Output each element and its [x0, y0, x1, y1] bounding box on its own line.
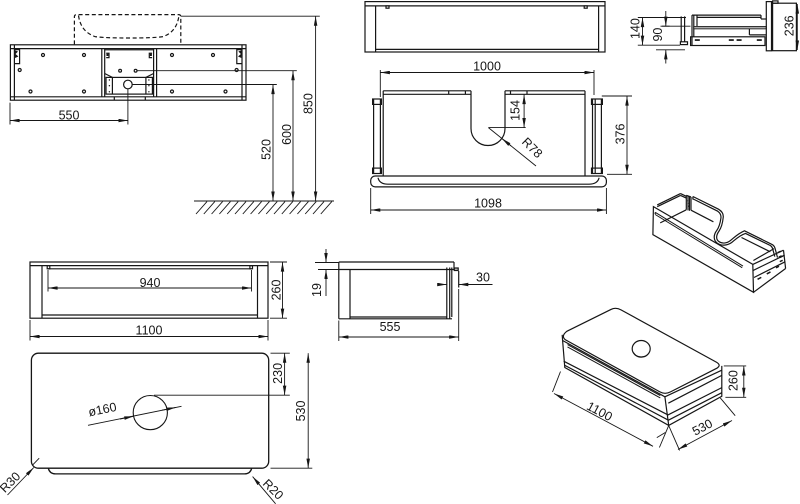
svg-text:520: 520 — [260, 139, 274, 160]
svg-text:850: 850 — [302, 93, 316, 114]
svg-text:260: 260 — [727, 370, 741, 391]
svg-text:376: 376 — [613, 124, 627, 145]
svg-text:555: 555 — [380, 320, 401, 334]
svg-text:1100: 1100 — [584, 399, 614, 424]
svg-text:530: 530 — [294, 401, 308, 422]
svg-text:550: 550 — [59, 108, 80, 122]
svg-text:ø160: ø160 — [87, 400, 118, 419]
svg-text:1000: 1000 — [473, 59, 501, 73]
svg-text:R20: R20 — [260, 476, 286, 502]
svg-text:940: 940 — [140, 276, 161, 290]
svg-text:230: 230 — [271, 363, 285, 384]
svg-text:1100: 1100 — [136, 324, 163, 338]
svg-text:260: 260 — [269, 280, 283, 301]
svg-text:154: 154 — [508, 100, 522, 121]
svg-text:R30: R30 — [0, 469, 23, 495]
svg-text:90: 90 — [651, 28, 665, 42]
svg-text:R78: R78 — [519, 135, 545, 161]
svg-text:600: 600 — [280, 124, 294, 145]
svg-text:530: 530 — [690, 416, 715, 438]
svg-text:236: 236 — [782, 15, 796, 36]
svg-text:1098: 1098 — [474, 197, 502, 211]
svg-text:19: 19 — [310, 283, 324, 297]
svg-text:30: 30 — [476, 270, 490, 284]
svg-text:140: 140 — [628, 18, 642, 39]
